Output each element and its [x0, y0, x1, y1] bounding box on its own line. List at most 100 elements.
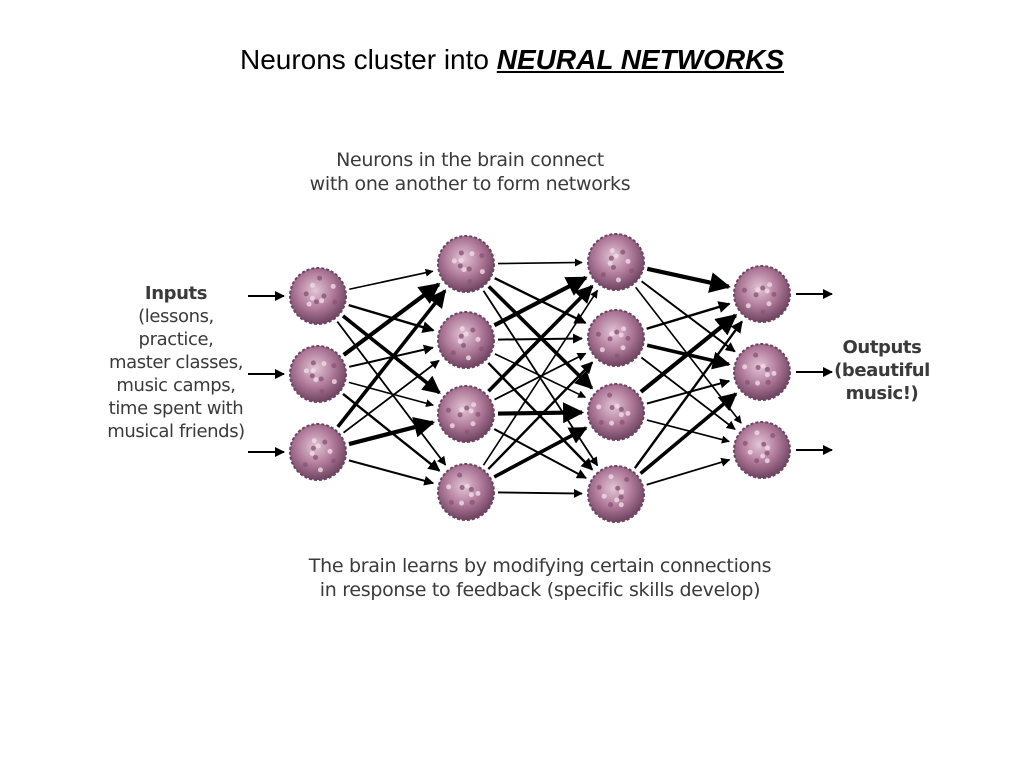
neuron-2-4 — [437, 463, 495, 521]
neuron-texture — [475, 490, 481, 496]
connection-arrow — [493, 426, 588, 479]
neuron-texture — [317, 275, 323, 281]
neuron-texture — [613, 253, 619, 259]
neuron-texture — [327, 448, 333, 454]
neuron-texture — [753, 352, 759, 358]
connection-arrow — [646, 457, 731, 486]
neuron-texture — [611, 264, 617, 270]
neuron-texture — [770, 433, 776, 439]
inputs-line-4: music camps, — [116, 375, 236, 396]
neuron-texture — [609, 420, 615, 426]
neuron-texture — [448, 500, 454, 506]
slide-title-prefix: Neurons cluster into — [239, 44, 497, 75]
inputs-line-5: time spent with — [108, 398, 244, 419]
neuron-texture — [607, 260, 613, 266]
caption-bottom-line-2: in response to feedback (specific skills… — [319, 579, 761, 601]
neuron-texture — [760, 285, 766, 291]
neuron-texture — [303, 291, 309, 297]
neuron-texture — [608, 474, 614, 480]
inputs-line-3: master classes, — [108, 352, 244, 373]
neuron-texture — [317, 467, 323, 473]
neuron-texture — [310, 368, 316, 374]
caption-top-line-1: Neurons in the brain connect — [336, 149, 604, 171]
neuron-texture — [607, 336, 613, 342]
neuron-texture — [318, 376, 324, 382]
neuron-texture — [331, 458, 337, 464]
neuron-texture — [596, 404, 602, 410]
neuron-texture — [621, 326, 627, 332]
neuron-texture — [618, 494, 624, 500]
neuron-texture — [607, 392, 613, 398]
neuron-texture — [615, 485, 621, 491]
neuron-texture — [449, 423, 455, 429]
connection-arrow — [482, 289, 599, 466]
neuron-texture — [614, 497, 620, 503]
neuron-texture — [309, 295, 315, 301]
connection-arrow — [497, 258, 583, 267]
neuron-texture — [771, 370, 777, 376]
neuron-texture — [319, 389, 325, 395]
neuron-texture — [765, 379, 771, 385]
neuron-texture — [464, 483, 470, 489]
neuron-texture — [309, 373, 315, 379]
neuron-1-1 — [289, 267, 347, 325]
neuron-texture — [309, 450, 315, 456]
neuron-texture — [313, 454, 319, 460]
neuron-texture — [475, 411, 481, 417]
connection-arrow — [646, 301, 731, 330]
neuron-4-3 — [733, 421, 791, 479]
neuron-texture — [755, 364, 761, 370]
neuron-texture — [764, 450, 770, 456]
connection-arrow — [348, 459, 435, 486]
neuron-texture — [461, 342, 467, 348]
neuron-body — [289, 345, 347, 403]
neuron-body — [437, 235, 495, 293]
neuron-texture — [464, 429, 470, 435]
neuron-texture — [458, 250, 464, 256]
neuron-texture — [745, 303, 751, 309]
neuron-texture — [306, 301, 312, 307]
neuron-texture — [619, 489, 625, 495]
neuron-texture — [620, 249, 626, 255]
neuron-texture — [313, 299, 319, 305]
neuron-texture — [479, 346, 485, 352]
neuron-texture — [458, 333, 464, 339]
neuron-texture — [614, 329, 620, 335]
neuron-texture — [470, 421, 476, 427]
connection-arrow — [497, 488, 583, 498]
connection-arrow — [639, 313, 738, 394]
neuron-texture — [754, 430, 760, 436]
neuron-3-4 — [587, 465, 645, 523]
neuron-texture — [459, 407, 465, 413]
neuron-texture — [471, 402, 477, 408]
neuron-texture — [446, 484, 452, 490]
neuron-texture — [620, 345, 626, 351]
neuron-2-1 — [437, 235, 495, 293]
neuron-texture — [451, 258, 457, 264]
neuron-texture — [609, 248, 615, 254]
neuron-body — [733, 343, 791, 401]
neuron-texture — [614, 353, 620, 359]
neuron-texture — [753, 292, 759, 298]
connection-arrow — [341, 314, 441, 395]
neuron-texture — [615, 277, 621, 283]
neuron-texture — [625, 258, 631, 264]
connection-arrow — [646, 419, 730, 444]
connection-arrow — [342, 359, 440, 434]
neuron-4-1 — [733, 265, 791, 323]
neuron-texture — [629, 268, 635, 274]
neuron-texture — [625, 410, 631, 416]
neuron-texture — [450, 350, 456, 356]
neuron-texture — [741, 287, 747, 293]
neuron-texture — [459, 484, 465, 490]
neuron-texture — [302, 462, 308, 468]
neuron-texture — [755, 380, 761, 386]
neuron-body — [587, 383, 645, 441]
neuron-texture — [332, 299, 338, 305]
neuron-texture — [742, 364, 748, 370]
neuron-texture — [760, 309, 766, 315]
neuron-texture — [601, 493, 607, 499]
neuron-texture — [457, 263, 463, 269]
neuron-texture — [470, 327, 476, 333]
neuron-texture — [458, 258, 464, 264]
